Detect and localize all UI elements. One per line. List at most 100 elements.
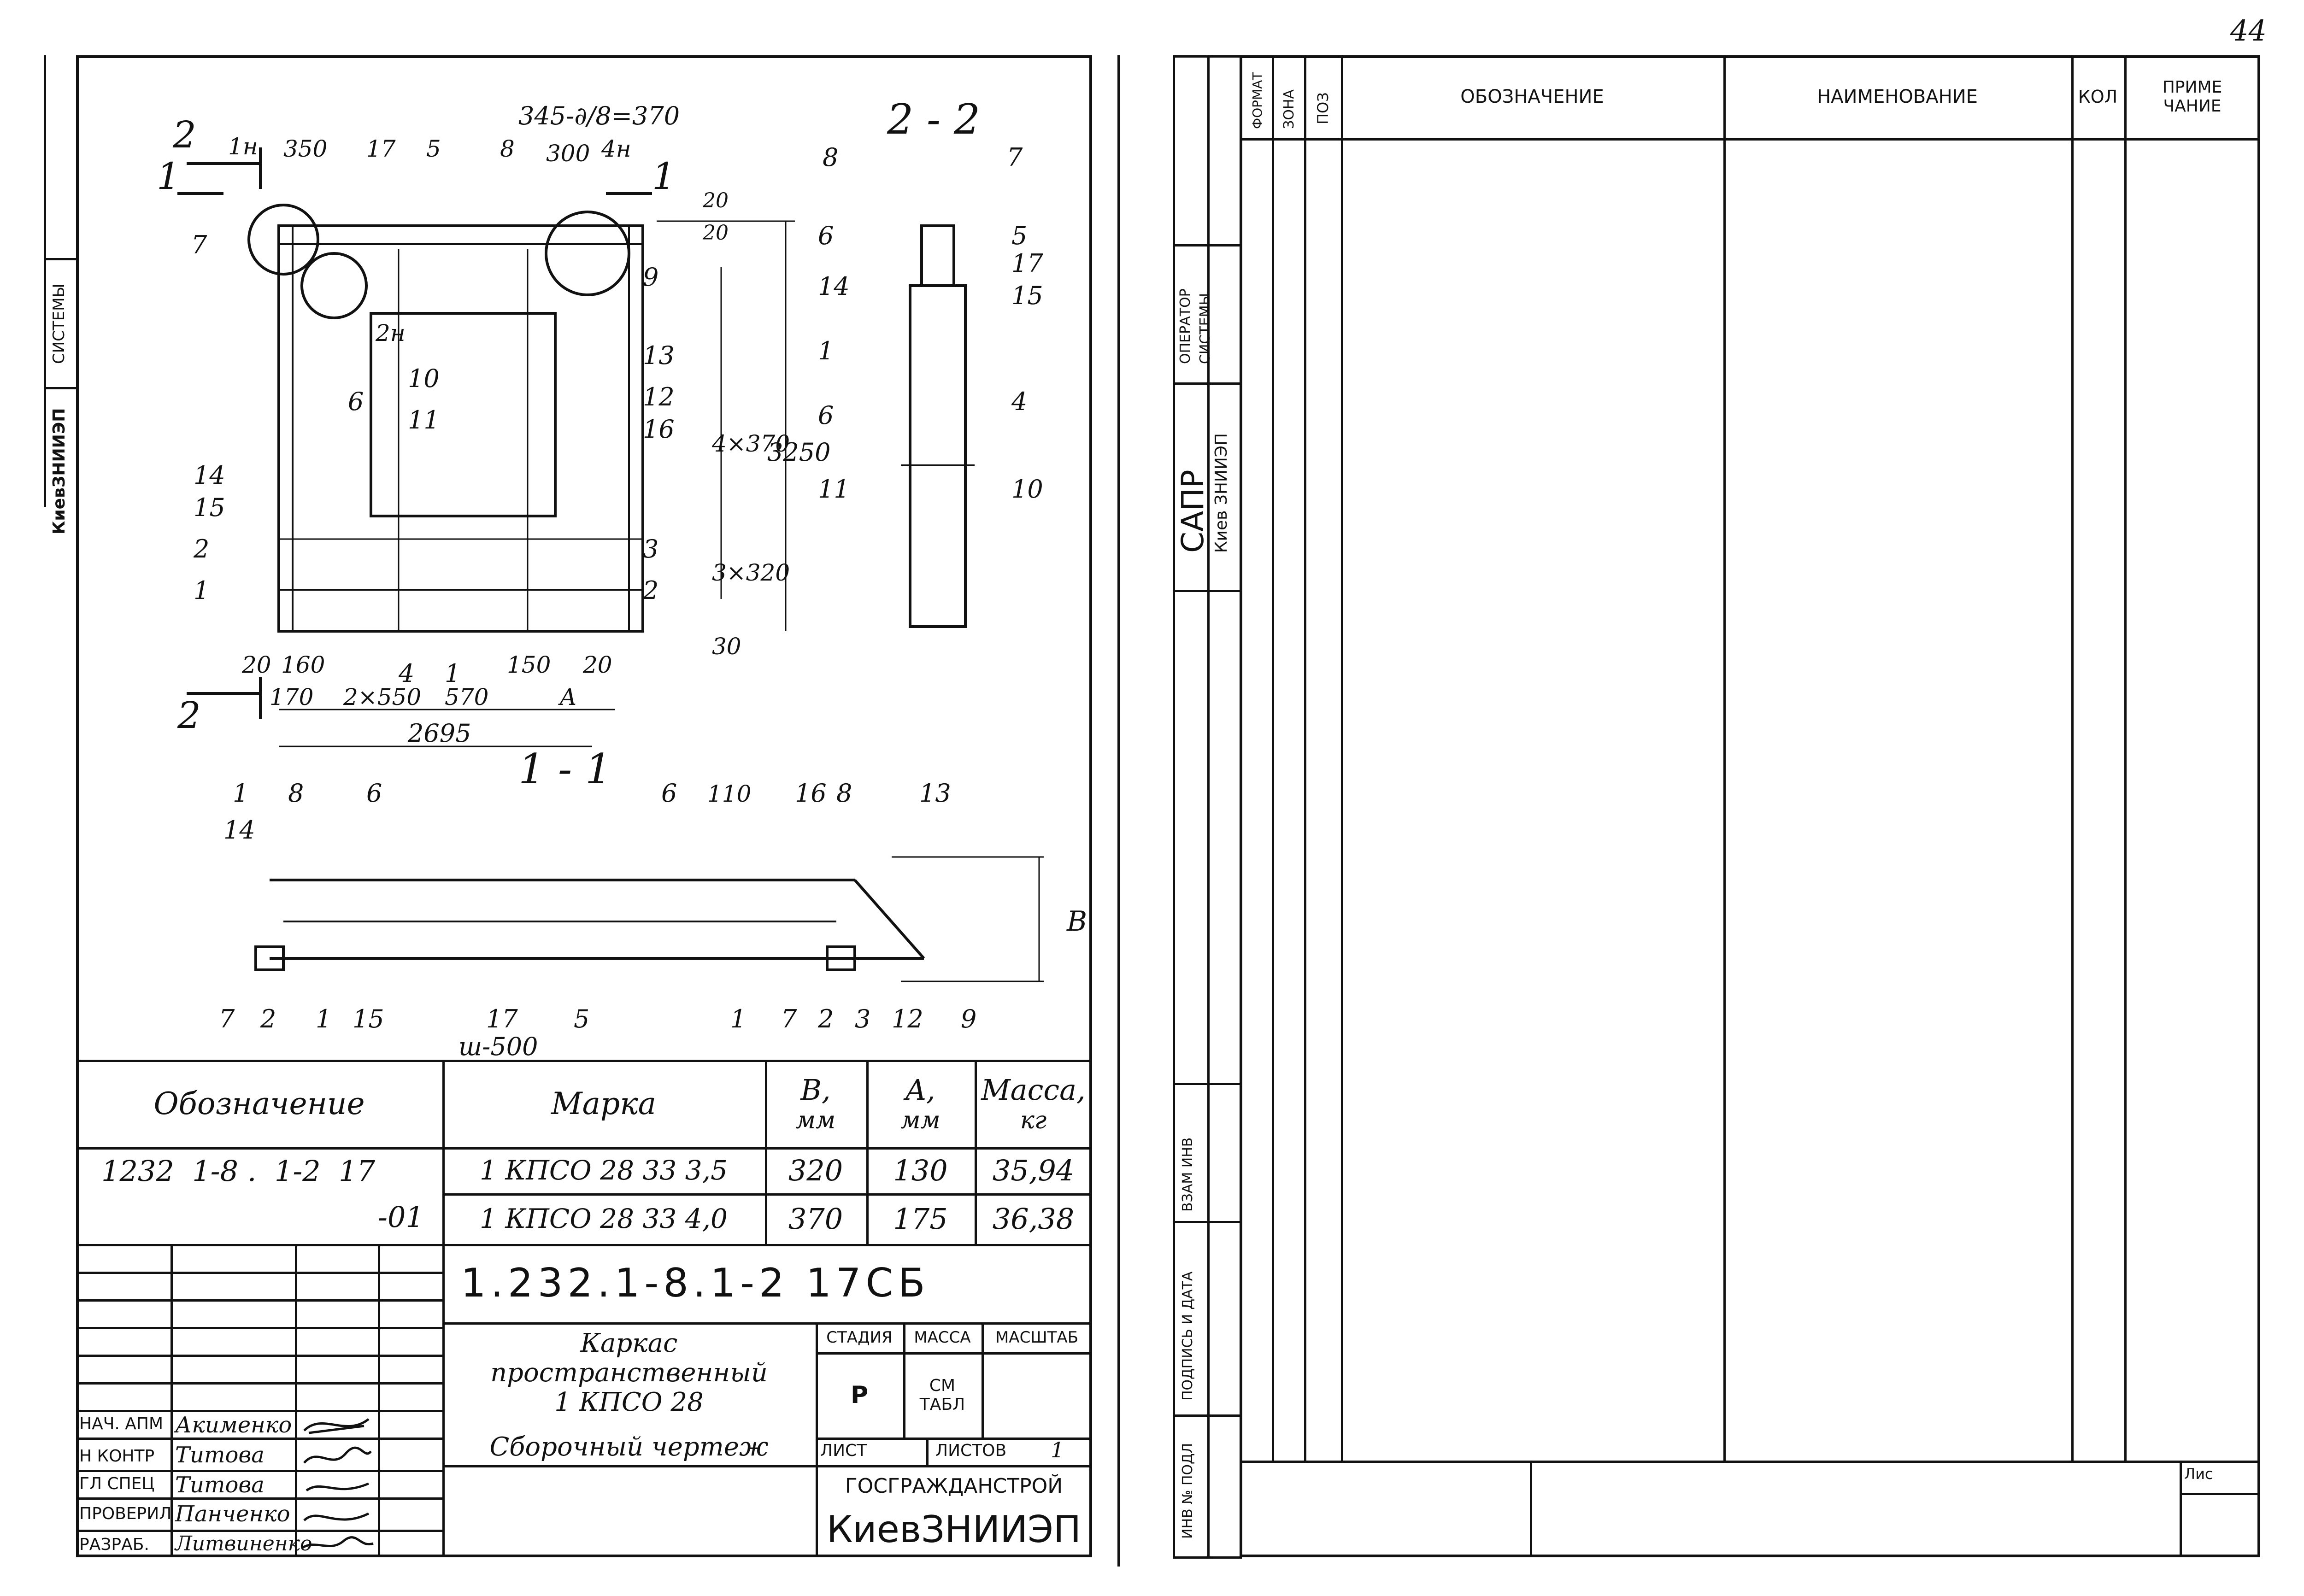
plan-cutout [370, 312, 557, 517]
col-header-b: B, мм [795, 1073, 836, 1134]
pos-label-11: 2 [817, 1004, 834, 1033]
pos-label: 2 [642, 576, 658, 605]
dim-label: 2695 [407, 719, 471, 748]
detail-circle-1n [247, 204, 319, 276]
pos-label-11: 5 [574, 1004, 589, 1033]
pos-label-22: 7 [1007, 143, 1023, 172]
pos-label-22: 14 [818, 272, 850, 301]
pos-label-11: 3 [855, 1004, 870, 1033]
org-ministry: ГОСГРАЖДАНСТРОЙ [845, 1474, 1063, 1498]
pos-label-22: 17 [1011, 249, 1043, 278]
pos-label-11: 9 [961, 1004, 976, 1033]
pos-label: 6 [348, 387, 364, 416]
side-sapr: САПР [1175, 469, 1211, 553]
col-header-a: A, мм [900, 1073, 940, 1134]
table-row-a: 175 [893, 1202, 948, 1236]
side-podpis: ПОДПИСЬ И ДАТА [1180, 1271, 1196, 1401]
pos-label-22: 6 [818, 221, 834, 250]
pos-label: 9 [643, 263, 658, 292]
sign-name: Панченко [175, 1501, 290, 1527]
pos-label-22: 8 [823, 143, 838, 172]
pos-label: 17 [366, 135, 396, 162]
dim-label: 570 [445, 684, 488, 710]
pos-label-11: 2 [260, 1004, 276, 1033]
col-note: ПРИМЕ ЧАНИЕ [2162, 78, 2222, 116]
sheet-divider [1117, 55, 1120, 1567]
side-stamp-dept: СИСТЕМЫ [50, 283, 68, 364]
side-system: СИСТЕМЫ [1197, 293, 1213, 364]
cut-mark-2-top: 2 [172, 113, 196, 156]
col-name: НАИМЕНОВАНИЕ [1817, 86, 1978, 107]
doc-title: Каркас пространственный 1 КПСО 28 [490, 1328, 768, 1417]
stage-value: Р [850, 1381, 869, 1409]
pos-label-11: 17 [486, 1004, 518, 1033]
pos-label-11: 7 [219, 1004, 235, 1033]
dim-label: 30 [712, 633, 741, 660]
right-sheet-frame [1240, 55, 2260, 1557]
col-pos: ПОЗ [1314, 92, 1332, 124]
pos-label-22: 4 [1011, 387, 1027, 416]
pos-label-11: 14 [223, 816, 255, 845]
dim-label: 300 [546, 140, 590, 167]
cut-mark-1-left: 1 [157, 155, 180, 198]
pos-label: 4 [398, 659, 414, 688]
table-row-mass: 36,38 [992, 1202, 1075, 1236]
dim-label: 2×550 [343, 684, 421, 710]
pos-label: 8 [500, 135, 515, 162]
pos-label-11: 1 [730, 1004, 746, 1033]
pos-label: 3 [643, 534, 658, 563]
sign-role: ПРОВЕРИЛ [79, 1504, 172, 1523]
pos-label-11: B [1066, 905, 1087, 938]
pos-label: 1 [194, 576, 209, 605]
section-title-22: 2 - 2 [887, 95, 980, 144]
detail-circle-4n [545, 211, 630, 296]
document-code: 1.232.1-8.1-2 17СБ [461, 1260, 930, 1306]
pos-label-22: 5 [1011, 221, 1027, 250]
mass-label: МАССА [914, 1328, 971, 1347]
detail-circle-2n [300, 252, 368, 319]
table-row-mass: 35,94 [992, 1153, 1075, 1187]
dim-label: 20 [702, 189, 729, 212]
table-row-designation: 1232 1-8 . 1-2 17 [101, 1154, 376, 1188]
side-vzam: ВЗАМ ИНВ [1180, 1137, 1196, 1212]
side-stamp-line [44, 55, 46, 507]
pos-label-11: 15 [353, 1004, 384, 1033]
sign-name: Акименко [175, 1412, 292, 1438]
pos-label: 13 [643, 341, 675, 370]
sign-role: НАЧ. АПМ [79, 1414, 164, 1433]
pos-label: 1 [445, 659, 460, 688]
pos-label-11: 12 [892, 1004, 923, 1033]
sign-role: РАЗРАБ. [79, 1535, 149, 1554]
side-inv: ИНВ № ПОДЛ [1180, 1443, 1196, 1539]
pos-label: 11 [408, 405, 440, 434]
left-sheet-frame [76, 55, 1092, 1557]
table-row-b: 370 [788, 1202, 843, 1236]
pos-label-11: 6 [661, 779, 677, 808]
doc-type: Сборочный чертеж [489, 1432, 769, 1462]
col-qty: КОЛ [2078, 87, 2118, 107]
pos-label-11: 110 [707, 780, 751, 807]
pos-label-11: 6 [366, 779, 382, 808]
sign-name: Титова [175, 1472, 264, 1498]
table-row-designation: -01 [378, 1200, 424, 1234]
pos-label-22: 10 [1011, 475, 1043, 504]
sign-role: Н КОНТР [79, 1447, 155, 1466]
col-zone: ЗОНА [1281, 89, 1297, 129]
dim-label: 20 [702, 221, 729, 245]
handwritten-signatures [301, 1418, 374, 1549]
dim-label: 4×370 [711, 430, 790, 457]
col-format: ФОРМАТ [1250, 72, 1265, 129]
pos-label-11: 13 [919, 779, 951, 808]
col-header-designation: Обозначение [153, 1086, 365, 1121]
pos-label-22: 15 [1011, 281, 1043, 310]
pos-label: 14 [194, 461, 225, 490]
sign-name: Литвиненко [175, 1532, 312, 1555]
dim-label: A [558, 684, 576, 710]
pos-label-22: 1 [818, 336, 834, 365]
pos-label: 15 [194, 493, 225, 522]
pos-label-11: 16 [795, 779, 827, 808]
mass-value: СМ ТАБЛ [919, 1376, 965, 1414]
pos-label: 12 [643, 382, 675, 411]
sheets-value: 1 [1051, 1438, 1064, 1462]
footer-sheet-label: Лис [2184, 1465, 2213, 1483]
